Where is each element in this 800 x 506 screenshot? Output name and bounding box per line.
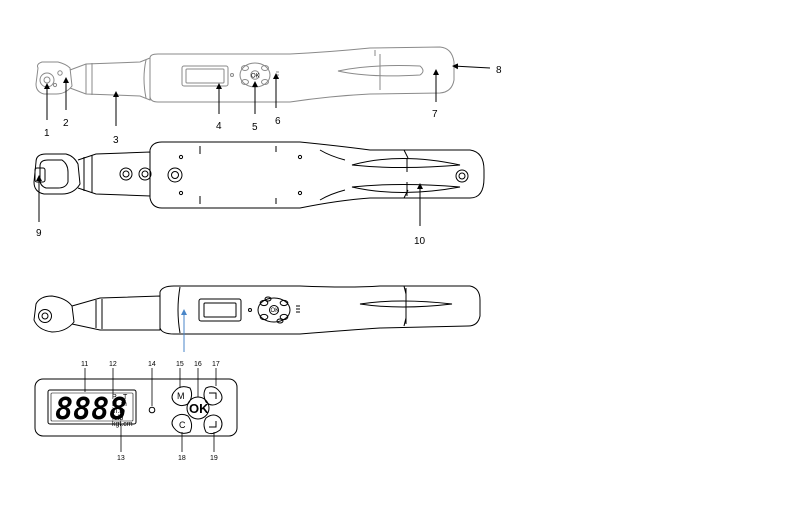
ratchet-head (35, 61, 73, 95)
m-button-label: M (177, 391, 185, 401)
bottom-grip-slot-upper (351, 158, 461, 168)
indicator-led (148, 406, 156, 414)
panel-callout-leaders (84, 368, 217, 452)
wrench-body (149, 46, 455, 103)
control-panel-detail: 8888 P T N. m in.lb ft.lb kgf.cm M OK C (34, 361, 238, 462)
bottom-body (149, 141, 485, 209)
callout-7: 7 (432, 109, 438, 120)
c-button-label: C (179, 420, 186, 430)
wrench-bottom-view (33, 141, 485, 209)
callout-leaders-bottom (36, 175, 423, 226)
down-arrow-icon (209, 421, 217, 428)
top-grip-slot (337, 65, 424, 77)
mode-p-label: P (112, 394, 117, 401)
bottom-square-drive (34, 167, 46, 183)
bottom-grip-slot-lower (351, 184, 461, 193)
unit-nm-label: N. m (112, 401, 127, 408)
lcd-digits: 8888 (55, 392, 127, 427)
panel-outline (34, 378, 238, 437)
unit-ftlb-label: ft.lb (112, 415, 123, 422)
lcd-screen (47, 389, 137, 425)
wrench-shaft (69, 57, 151, 101)
side-display-window (198, 298, 242, 322)
wrench-side-view (33, 285, 481, 335)
callout-1: 1 (44, 128, 50, 139)
callout-8: 8 (496, 65, 502, 76)
callout-9: 9 (36, 228, 42, 239)
unit-kgfcm-label: kgf.cm (112, 421, 133, 428)
callout-14: 14 (148, 361, 156, 368)
callout-13: 13 (117, 455, 125, 462)
ok-button-label: OK (189, 401, 209, 416)
wrench-top-view (35, 46, 455, 103)
up-button[interactable] (203, 386, 223, 406)
side-grip-slot (359, 300, 453, 308)
side-body (159, 285, 481, 335)
side-keypad (257, 297, 291, 323)
side-keypad-ok-label: OK (271, 308, 280, 314)
callout-19: 19 (210, 455, 218, 462)
side-ratchet-head (33, 295, 75, 333)
callout-3: 3 (113, 135, 119, 146)
down-button[interactable] (203, 414, 223, 435)
callout-4: 4 (216, 121, 222, 132)
bottom-ratchet-head (33, 153, 81, 195)
callout-18: 18 (178, 455, 186, 462)
mode-t-label: T (123, 394, 128, 401)
callout-15: 15 (176, 361, 184, 368)
side-shaft (71, 295, 161, 331)
callout-16: 16 (194, 361, 202, 368)
callout-5: 5 (252, 122, 258, 133)
top-display-window (181, 65, 229, 87)
up-arrow-icon (209, 392, 217, 399)
callout-leaders-top (44, 63, 491, 126)
end-screw (455, 169, 469, 183)
c-button[interactable] (171, 413, 193, 434)
callout-17: 17 (212, 361, 220, 368)
callout-2: 2 (63, 118, 69, 129)
top-keypad-ok-label: OK (251, 74, 260, 80)
callout-6: 6 (275, 116, 281, 127)
unit-inlb-label: in.lb (112, 408, 125, 415)
callout-10: 10 (414, 236, 426, 247)
callout-12: 12 (109, 361, 117, 368)
callout-11: 11 (81, 361, 88, 368)
